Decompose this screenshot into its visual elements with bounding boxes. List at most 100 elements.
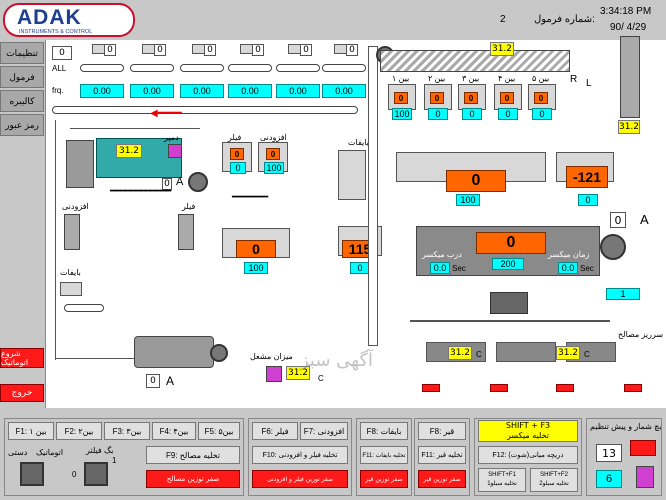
- bin-weight: 0: [394, 92, 408, 104]
- bin-weight: 0: [534, 92, 548, 104]
- key-f5[interactable]: F5: بین۵: [198, 422, 240, 440]
- dryer-amp-value: 0: [162, 178, 172, 190]
- burner-unit: C: [318, 374, 324, 383]
- bitumen-tank: [620, 36, 640, 118]
- shift-f3-sub: تخلیه میکسر: [507, 431, 549, 440]
- bitumen-hopper-value: -121: [566, 166, 608, 188]
- formula-value: 2: [500, 14, 506, 25]
- mixer-time-value: 0.0: [558, 262, 578, 274]
- feeder-count: 0: [346, 44, 358, 56]
- feeder-frq-value: 0.00: [130, 84, 174, 98]
- bag-filter: [66, 140, 94, 188]
- silo2-gate[interactable]: [490, 384, 508, 392]
- damper-icon[interactable]: [168, 144, 182, 158]
- watermark-text: آگهی سبز: [300, 350, 374, 371]
- logo-text: ADAK: [17, 6, 82, 29]
- mode-manual-label: دستی: [8, 448, 28, 457]
- drying-drum: [134, 336, 214, 368]
- logo-subtext: INSTRUMENTS & CONTROL: [19, 29, 93, 35]
- bag-filter-off: 0: [72, 470, 77, 479]
- filler-hopper-weight: 0: [230, 148, 244, 160]
- aggregate-weigh-sub: 100: [456, 194, 480, 206]
- key-f8[interactable]: F8: بایفات: [360, 422, 408, 440]
- skip-bucket: [490, 292, 528, 314]
- key-f4[interactable]: F4: بین۴: [152, 422, 196, 440]
- sidebar-item-calibrate[interactable]: کالیبره: [0, 90, 44, 112]
- auto-start-button[interactable]: شروع اتوماتیک: [0, 348, 44, 368]
- silo1-gate[interactable]: [422, 384, 440, 392]
- bin-name: بین ۵: [532, 74, 550, 83]
- bitumen-weigh-sub: 0: [350, 262, 370, 274]
- bypass-label-left: بایفات: [60, 268, 81, 277]
- shift-f2-title: SHIFT+F2: [540, 472, 568, 478]
- zero-bitumen-button[interactable]: صفر توزین قیر: [418, 470, 466, 488]
- bin-name: بین ۲: [428, 74, 446, 83]
- shift-f1-sub: تخلیه سیلو1: [487, 481, 517, 487]
- key-f10[interactable]: F10: تخلیه فیلر و افزودنی: [252, 446, 348, 464]
- preset-adjust-icon[interactable]: [636, 466, 654, 488]
- batch-counter-label: بچ شمار و پیش تنظیم: [590, 422, 662, 431]
- key-f3[interactable]: F3: بین۳: [104, 422, 150, 440]
- zero-filler-button[interactable]: صفر توزین فیلر و افزودنی: [252, 470, 348, 488]
- feeder-belt: [276, 64, 320, 72]
- mixer-amp-label: A: [640, 212, 649, 227]
- bin-sub: 0: [498, 108, 518, 120]
- adak-logo: ADAK INSTRUMENTS & CONTROL: [3, 3, 135, 37]
- overflow-gate[interactable]: [624, 384, 642, 392]
- sidebar-item-settings[interactable]: تنظیمات: [0, 42, 44, 64]
- filler-silo: [178, 214, 194, 250]
- feeder-belt: [130, 64, 174, 72]
- feeder-frq-value: 0.00: [180, 84, 224, 98]
- key-shift-f1[interactable]: SHIFT+F1 تخلیه سیلو1: [478, 468, 526, 492]
- exit-button[interactable]: خروج: [0, 384, 44, 402]
- mode-selector-switch[interactable]: [20, 462, 44, 486]
- skip-rail: [410, 320, 610, 322]
- clock-date: 90/ 4/29: [610, 22, 647, 33]
- burner-amp-label: A: [166, 374, 175, 388]
- batch-reset-button[interactable]: [630, 440, 656, 456]
- batch-preset-value[interactable]: 6: [596, 470, 622, 488]
- feeder-belt: [80, 64, 124, 72]
- damper-label: دمپر: [164, 133, 179, 142]
- key-f7[interactable]: F7: افزودنی: [300, 422, 348, 440]
- key-shift-f2[interactable]: SHIFT+F2 تخلیه سیلو2: [530, 468, 578, 492]
- mixer-time-sec: Sec: [580, 264, 594, 273]
- mixer-extra-value: 1: [606, 288, 640, 300]
- left-additive-label: افزودنی: [62, 202, 89, 211]
- key-f12[interactable]: F12: دریچه میانی(شوت): [478, 446, 578, 464]
- bypass-silo: [338, 150, 366, 200]
- feeder-count: 0: [204, 44, 216, 56]
- key-f11-bitumen[interactable]: F11: تخلیه قیر: [418, 446, 466, 464]
- zero-aggregate-button[interactable]: صفر توزین مصالح: [146, 470, 240, 488]
- silo1-unit: C: [476, 350, 482, 359]
- bin-weight: 0: [500, 92, 514, 104]
- right-temp: 31.2: [618, 120, 640, 134]
- additive-hopper-sub: 100: [264, 162, 284, 174]
- batch-counter-value: 13: [596, 444, 622, 462]
- key-f2[interactable]: F2: بین۲: [56, 422, 102, 440]
- key-f11[interactable]: F11: تخلیه بایفات: [360, 446, 408, 464]
- silo2-unit: C: [584, 350, 590, 359]
- bag-filter-label: بگ فیلتر: [86, 446, 114, 455]
- bin-sub: 0: [462, 108, 482, 120]
- key-shift-f3[interactable]: SHIFT + F3 تخلیه میکسر: [478, 420, 578, 442]
- burner-control-icon[interactable]: [266, 366, 282, 382]
- additive-hopper-label: افزودنی: [260, 133, 287, 142]
- key-f8-bitumen[interactable]: F8: قیر: [418, 422, 466, 440]
- key-f6[interactable]: F6: فیلر: [252, 422, 298, 440]
- bag-filter-switch[interactable]: [84, 462, 108, 486]
- mixer-amp-value: 0: [610, 212, 626, 228]
- mixer-door-value: 0.0: [430, 262, 450, 274]
- sidebar-item-formula[interactable]: فرمول: [0, 66, 44, 88]
- zero-bypass-button[interactable]: صفر توزین قیر: [360, 470, 408, 488]
- additive-silo: [64, 214, 80, 250]
- filler-weigh-sub: 100: [244, 262, 268, 274]
- key-f9[interactable]: F9: تخلیه مصالح: [146, 446, 240, 464]
- silo3-gate[interactable]: [556, 384, 574, 392]
- feeder-count: 0: [252, 44, 264, 56]
- collector-belt: [52, 106, 358, 114]
- mixer-motor: [600, 234, 626, 260]
- sidebar-item-password[interactable]: رمز عبور: [0, 114, 44, 136]
- bin-name: بین ۱: [392, 74, 410, 83]
- key-f1[interactable]: F1: بین ۱: [8, 422, 54, 440]
